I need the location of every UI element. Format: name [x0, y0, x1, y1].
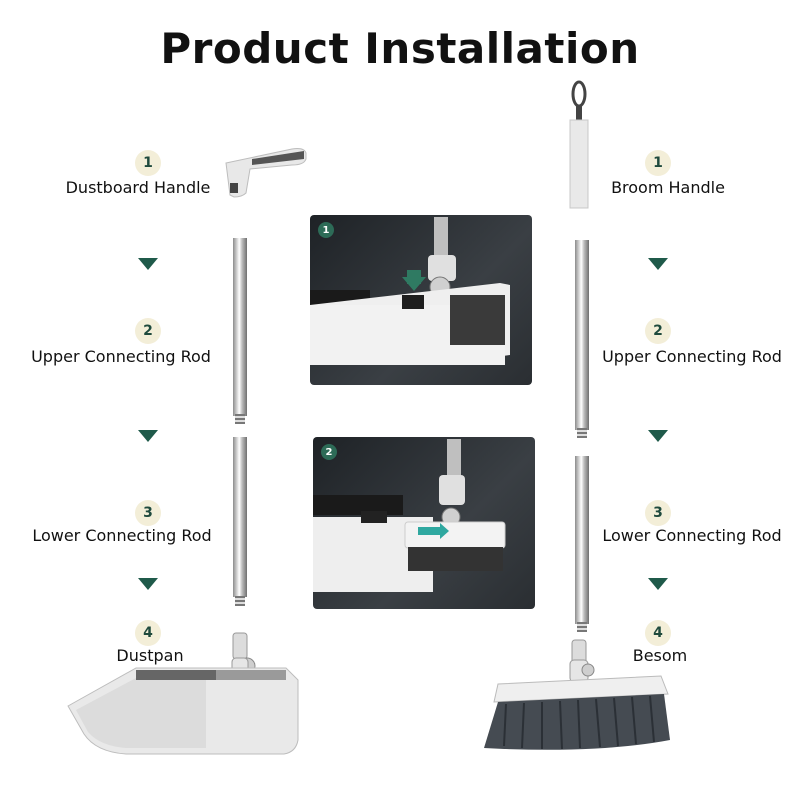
arrow-down-icon — [138, 578, 158, 590]
step-badge-right-3: 3 — [645, 500, 671, 526]
broom-handle — [569, 80, 589, 209]
step-badge-left-4: 4 — [135, 620, 161, 646]
step-label-left-2: Upper Connecting Rod — [31, 347, 211, 366]
panel-badge: 1 — [318, 222, 334, 238]
step-label-left-3: Lower Connecting Rod — [32, 526, 212, 545]
installation-panel-1: 1 — [310, 215, 532, 385]
step-label-right-3: Lower Connecting Rod — [602, 526, 782, 545]
arrow-down-icon — [648, 578, 668, 590]
step-label-left-4: Dustpan — [116, 646, 184, 665]
rod-thread — [577, 622, 587, 632]
step-badge-left-2: 2 — [135, 318, 161, 344]
step-badge-right-4: 4 — [645, 620, 671, 646]
step-badge-right-1: 1 — [645, 150, 671, 176]
step-badge-left-1: 1 — [135, 150, 161, 176]
upper-connecting-rod-left — [233, 238, 247, 416]
rod-thread — [577, 428, 587, 438]
dustpan — [67, 632, 299, 755]
dustboard-handle — [225, 148, 307, 198]
panel-illustration — [310, 217, 510, 365]
installation-panel-2: 2 — [313, 437, 535, 609]
step-label-left-1: Dustboard Handle — [65, 178, 211, 197]
arrow-down-icon — [648, 430, 668, 442]
lower-connecting-rod-right — [575, 456, 589, 624]
panel-badge: 2 — [321, 444, 337, 460]
step-label-right-4: Besom — [632, 646, 688, 665]
step-label-right-2: Upper Connecting Rod — [602, 347, 782, 366]
panel-illustration — [313, 439, 506, 592]
rod-thread — [235, 414, 245, 424]
arrow-down-icon — [138, 258, 158, 270]
upper-connecting-rod-right — [575, 240, 589, 430]
step-badge-left-3: 3 — [135, 500, 161, 526]
lower-connecting-rod-left — [233, 437, 247, 597]
page-title: Product Installation — [160, 24, 640, 73]
rod-thread — [235, 596, 245, 606]
step-badge-right-2: 2 — [645, 318, 671, 344]
arrow-down-icon — [138, 430, 158, 442]
arrow-down-icon — [648, 258, 668, 270]
step-label-right-1: Broom Handle — [611, 178, 725, 197]
besom — [484, 639, 670, 750]
